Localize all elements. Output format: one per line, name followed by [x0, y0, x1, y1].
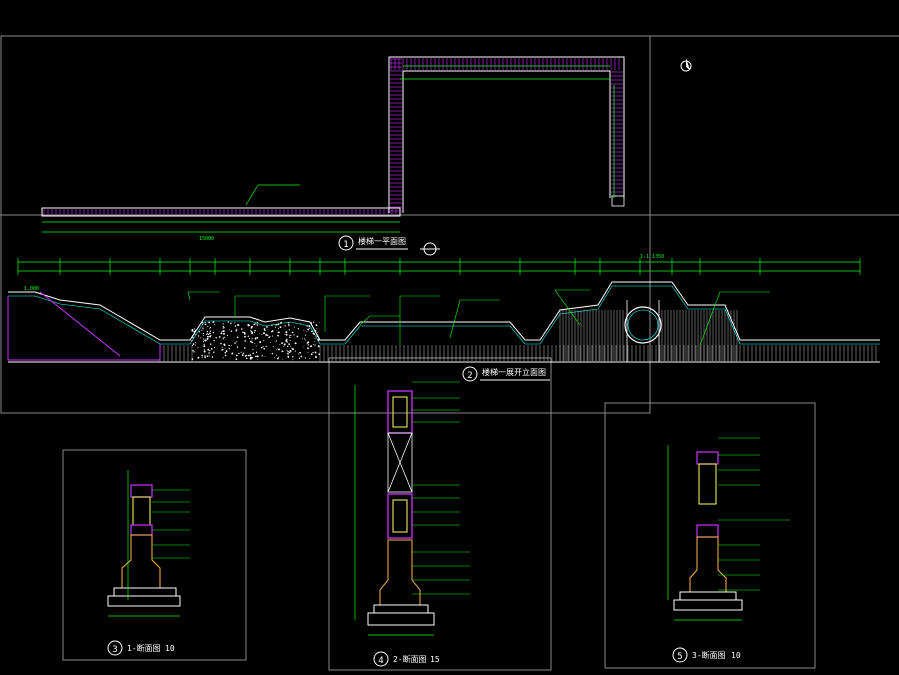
section1-bubble	[107, 640, 123, 656]
elevation-bubble-number: 2	[467, 371, 472, 381]
top-dimension-label: 1-1 1350	[640, 254, 664, 260]
elevation-title: 楼梯一展开立面图	[482, 367, 546, 377]
section-3: 5 3-断面图 10	[667, 437, 790, 663]
section-1: 3 1-断面图 10	[107, 470, 190, 656]
plan-bubble	[338, 235, 354, 251]
plan-total-dimension: 15000	[199, 236, 214, 242]
section2-frame	[328, 357, 552, 671]
section1-bubble-number: 3	[112, 645, 117, 655]
section3-bubble	[672, 647, 688, 663]
section2-bubble	[373, 651, 389, 667]
plan-frame	[0, 35, 651, 414]
section-2: 4 2-断面图 15	[354, 381, 470, 667]
elevation-ref-label: 1.000	[24, 286, 39, 292]
section2-bubble-number: 4	[378, 656, 383, 666]
section3-bubble-number: 5	[677, 652, 682, 662]
plan-view: 1 楼梯一平面图	[41, 56, 692, 256]
section3-frame	[604, 402, 816, 669]
section3-title: 3-断面图	[692, 650, 726, 660]
section2-scale: 15	[430, 655, 440, 664]
section1-title: 1-断面图	[127, 643, 161, 653]
elevation-view: 1-1 1350 1.000 2 楼梯一展开立面图	[7, 254, 880, 382]
section2-title: 2-断面图	[393, 654, 427, 664]
section1-frame	[62, 449, 247, 661]
round-window	[624, 306, 662, 344]
section1-scale: 10	[165, 644, 175, 653]
plan-bubble-number: 1	[343, 240, 348, 250]
elevation-bubble	[462, 366, 478, 382]
plan-title: 楼梯一平面图	[358, 236, 406, 246]
north-arrow-icon	[680, 58, 692, 72]
section3-scale: 10	[731, 651, 741, 660]
